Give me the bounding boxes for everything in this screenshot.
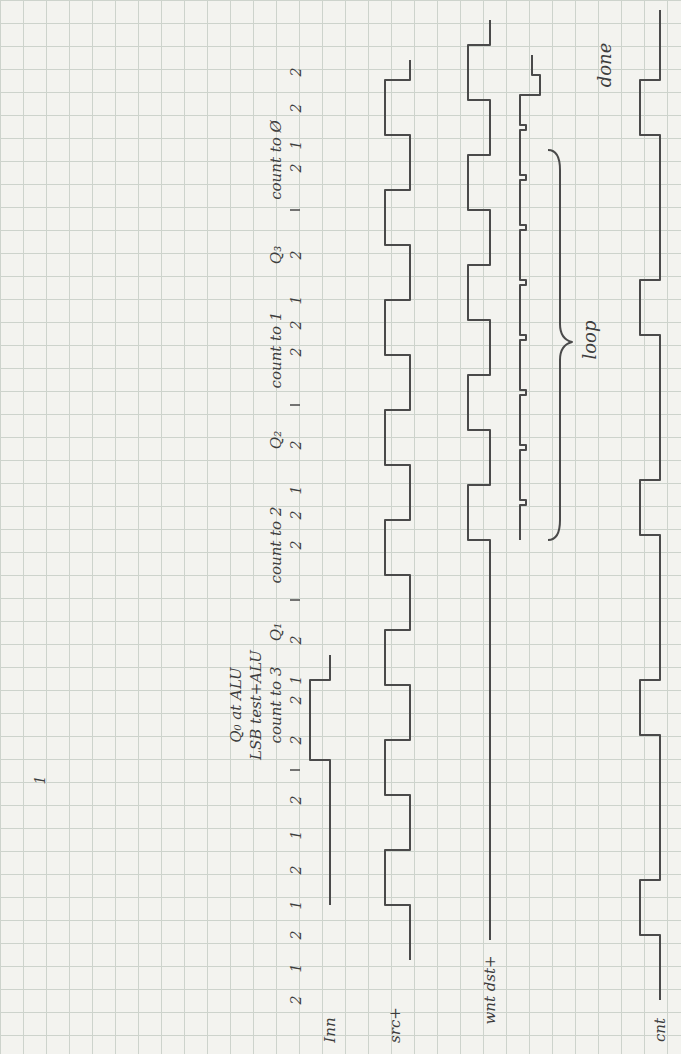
phase-number: 2: [289, 441, 303, 450]
phase-number: 2: [289, 736, 303, 745]
phase-number: 2: [289, 104, 303, 113]
phase-number: 2: [289, 541, 303, 550]
signal-name: cnt: [653, 1018, 668, 1042]
phase-number: 2: [289, 931, 303, 940]
wnt-dst-trace: [468, 20, 490, 940]
phase-number: 2: [289, 636, 303, 645]
phase-number: 2: [289, 251, 303, 260]
phase-number: 2: [289, 164, 303, 173]
cnt-trace: [640, 10, 660, 1000]
state-name: Q₃: [269, 246, 284, 264]
phase-number: 2: [289, 996, 303, 1005]
phase-number: 2: [289, 348, 303, 357]
state-name: Q₂: [269, 431, 284, 449]
inn-trace: [310, 655, 330, 905]
state-note: Q₀ at ALU: [229, 667, 244, 742]
state-note: count to 2: [269, 507, 284, 584]
state-note: LSB test+ALU: [249, 650, 264, 760]
phase-number: 2: [289, 68, 303, 77]
phase-number: 1: [289, 831, 303, 840]
loop-brace: [548, 150, 572, 540]
phase-number: 2: [289, 696, 303, 705]
state-note: count to 3: [269, 667, 284, 744]
loop-note: loop: [581, 321, 599, 360]
signal-name: Inn: [323, 1017, 338, 1042]
src-clock-trace: [385, 60, 410, 960]
state-note: count to 1: [269, 312, 284, 389]
phase-number: 1: [289, 901, 303, 910]
phase-number: 1: [289, 486, 303, 495]
status-trace: [520, 55, 540, 540]
phase-number: 1: [289, 141, 303, 150]
done-note: done: [596, 43, 614, 88]
state-name: Q₁: [269, 623, 284, 641]
phase-number: 2: [289, 796, 303, 805]
phase-number: 1: [289, 676, 303, 685]
phase-number: 1: [289, 964, 303, 973]
signal-name: wnt dst+: [483, 955, 498, 1024]
state-note: count to Ø: [269, 120, 284, 200]
note: 1: [33, 776, 47, 785]
phase-number: 2: [289, 866, 303, 875]
phase-number: 1: [289, 296, 303, 305]
phase-number: 2: [289, 511, 303, 520]
phase-number: 2: [289, 321, 303, 330]
signal-name: src+: [388, 1007, 403, 1043]
